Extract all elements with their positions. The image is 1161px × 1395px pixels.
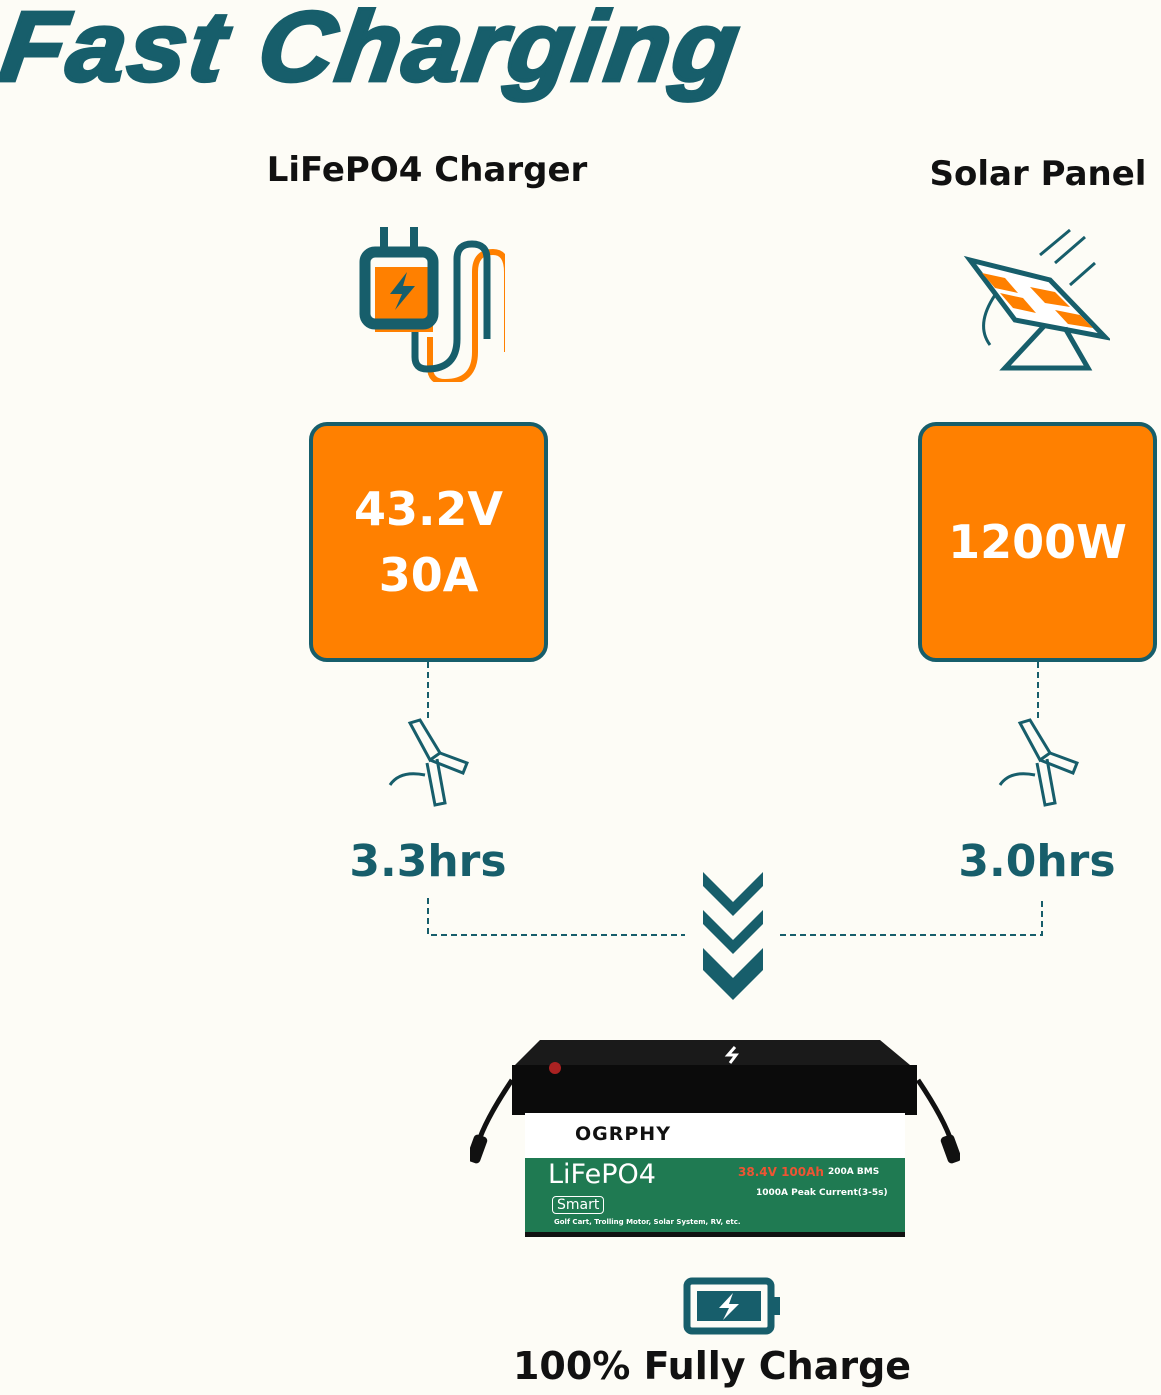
solar-panel-icon <box>963 228 1110 371</box>
battery-bms: 200A BMS <box>828 1167 880 1177</box>
charger-label: LiFePO4 Charger <box>266 150 588 190</box>
charger-plug-icon <box>359 227 505 382</box>
battery-charging-icon <box>683 1277 780 1335</box>
solar-power: 1200W <box>948 515 1127 569</box>
battery-brand: OGRPHY <box>575 1123 671 1145</box>
chevron-down-icon <box>703 872 763 1000</box>
battery-chemistry: LiFePO4 <box>548 1159 656 1190</box>
battery-smart-badge: Smart <box>552 1196 605 1214</box>
battery-product-image: OGRPHY LiFePO4 Smart Golf Cart, Trolling… <box>470 1035 960 1240</box>
solar-label: Solar Panel <box>929 154 1147 194</box>
fully-charge-text: 100% Fully Charge <box>512 1344 912 1388</box>
battery-rating: 38.4V 100Ah <box>738 1165 824 1179</box>
battery-uses: Golf Cart, Trolling Motor, Solar System,… <box>554 1218 741 1226</box>
solar-time: 3.0hrs <box>958 836 1116 887</box>
page-title: Fast Charging <box>0 0 750 104</box>
clamp-icon <box>388 718 469 807</box>
charger-time: 3.3hrs <box>349 836 507 887</box>
charger-current: 30A <box>378 548 479 602</box>
solar-spec-box: 1200W <box>918 422 1157 662</box>
charger-spec-box: 43.2V 30A <box>309 422 548 662</box>
battery-peak-current: 1000A Peak Current(3-5s) <box>756 1188 888 1198</box>
charger-voltage: 43.2V <box>353 482 504 536</box>
clamp-icon <box>998 718 1079 807</box>
